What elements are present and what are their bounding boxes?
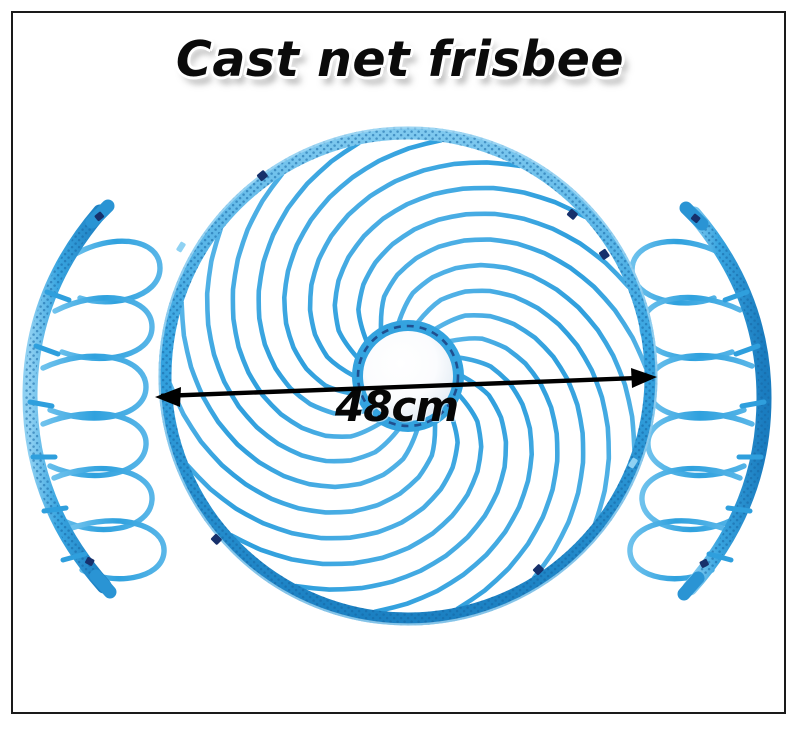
arrow-head-right [631,368,657,388]
right-strap-arc [677,201,772,601]
left-strap-arc [22,199,117,599]
hub-stitching [356,324,460,428]
center-hub [352,320,464,432]
arrow-head-left [155,387,181,407]
right-strap-piece [627,201,772,601]
rim-joint-clips [176,170,638,576]
left-strap-piece [22,199,167,599]
dimension-arrow [155,368,657,407]
left-tie-clamps [27,289,88,563]
right-tie-clamps [706,289,767,563]
main-disc [155,123,661,629]
